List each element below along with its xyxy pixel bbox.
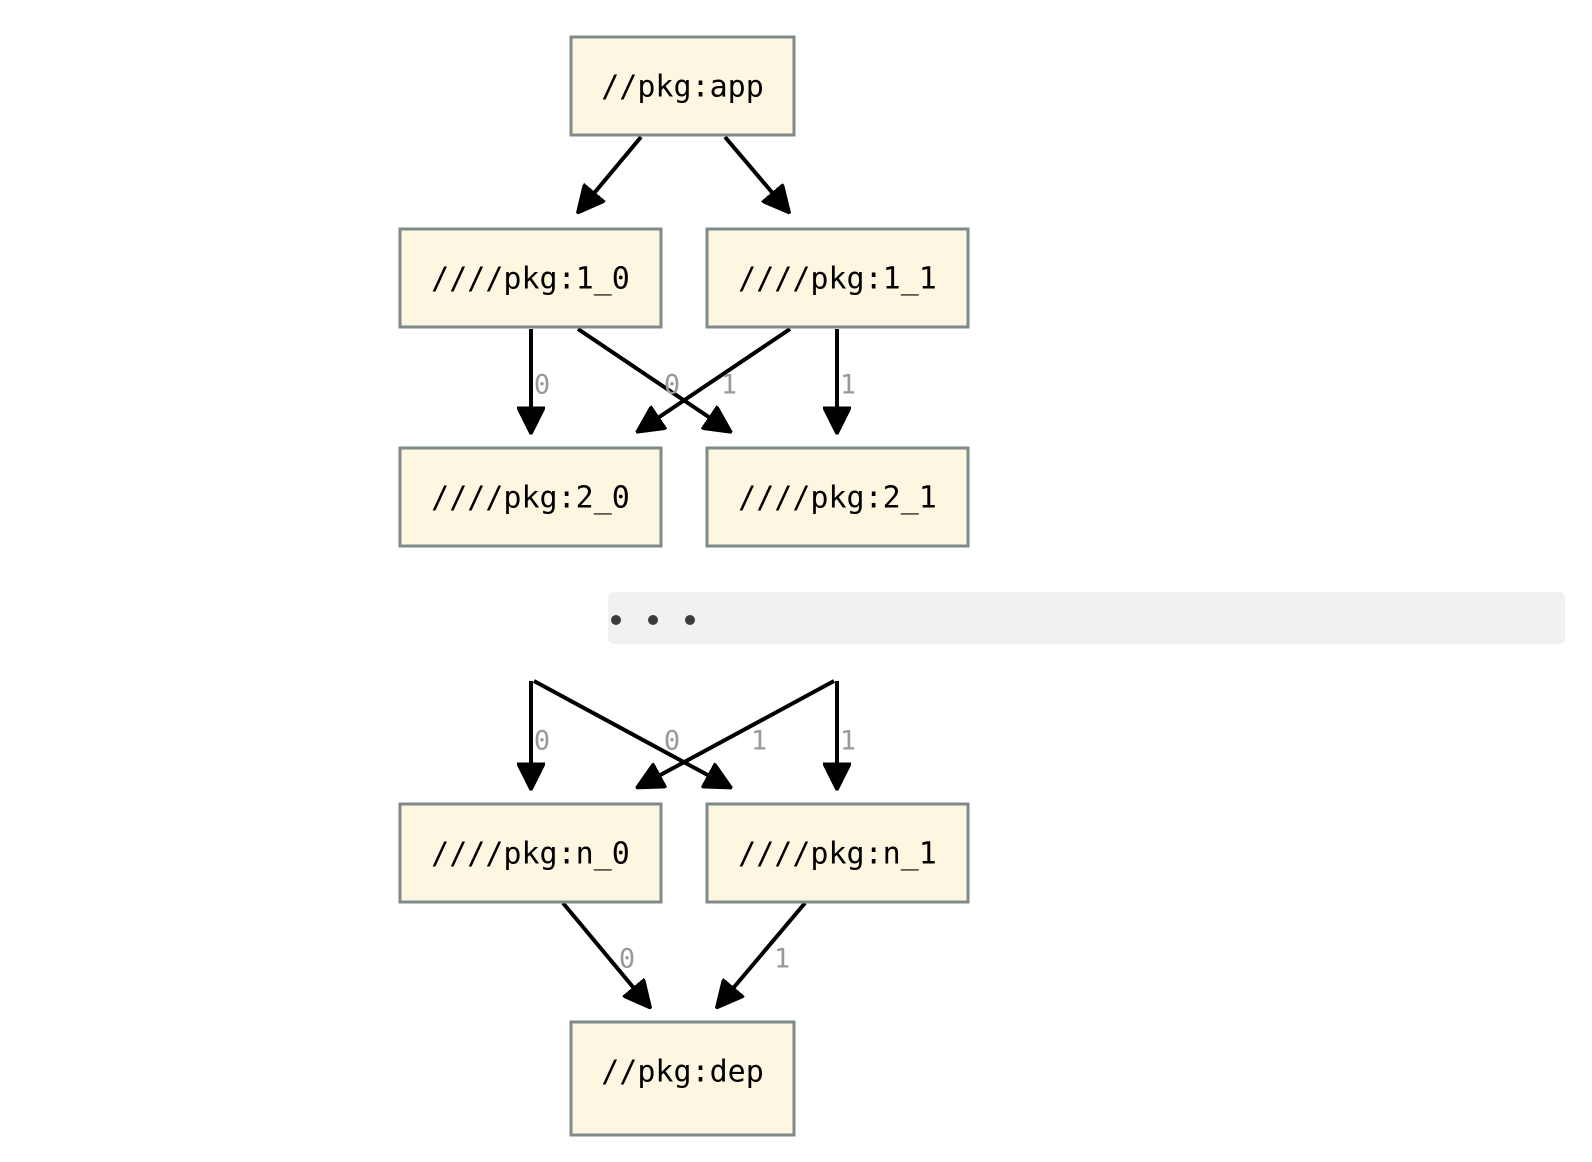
- node-n_0-label: ////pkg:n_0: [431, 837, 630, 872]
- edge-label-1_1-to-2_0: 1: [721, 370, 737, 401]
- node-1_1[interactable]: ////pkg:1_1: [705, 227, 970, 329]
- edge-label-1_1-to-2_1: 1: [840, 370, 856, 401]
- edge-label-truncated-to-n_0: 0: [534, 726, 550, 757]
- node-2_1-label: ////pkg:2_1: [738, 481, 937, 516]
- edge-truncated-to-n_1-left: 0: [533, 679, 728, 786]
- node-app[interactable]: //pkg:app: [569, 35, 796, 137]
- node-1_0-label: ////pkg:1_0: [431, 262, 630, 297]
- edge-app-to-1_1: [723, 135, 787, 210]
- edge-label-1_0-to-2_1: 0: [664, 370, 680, 401]
- node-2_0-label: ////pkg:2_0: [431, 481, 630, 516]
- node-n_0[interactable]: ////pkg:n_0: [398, 802, 663, 904]
- edge-truncated-to-n_1: 1: [837, 681, 856, 786]
- edge-label-truncated-to-n_0-right: 1: [751, 726, 767, 757]
- node-dep-label: //pkg:dep: [601, 1055, 764, 1090]
- node-2_1[interactable]: ////pkg:2_1: [705, 446, 970, 548]
- node-n_1[interactable]: ////pkg:n_1: [705, 802, 970, 904]
- edge-1_1-to-2_0: 1: [640, 327, 792, 430]
- edge-label-n_1-to-dep: 1: [774, 944, 790, 975]
- edge-1_1-to-2_1: 1: [837, 329, 856, 430]
- node-dep[interactable]: //pkg:dep: [569, 1020, 796, 1137]
- node-1_1-label: ////pkg:1_1: [738, 262, 937, 297]
- ellipsis-dot-2: [648, 615, 658, 625]
- edge-app-to-1_0: [580, 135, 643, 210]
- node-n_1-label: ////pkg:n_1: [738, 837, 937, 872]
- edge-n_1-to-dep: 1: [719, 901, 807, 1005]
- edge-1_0-to-2_0: 0: [531, 329, 550, 430]
- ellipsis-dot-3: [685, 615, 695, 625]
- edge-truncated-to-n_0-right: 1: [640, 679, 835, 786]
- edge-label-n_0-to-dep: 0: [619, 944, 635, 975]
- node-2_0[interactable]: ////pkg:2_0: [398, 446, 663, 548]
- edge-label-truncated-to-n_1-left: 0: [664, 726, 680, 757]
- edge-truncated-to-n_0: 0: [531, 681, 550, 786]
- ellipsis-dot-1: [611, 615, 621, 625]
- edge-1_0-to-2_1: 0: [576, 327, 728, 430]
- node-1_0[interactable]: ////pkg:1_0: [398, 227, 663, 329]
- edge-label-1_0-to-2_0: 0: [534, 370, 550, 401]
- edge-n_0-to-dep: 0: [561, 901, 648, 1005]
- ellipsis-band: [608, 592, 1565, 644]
- node-app-label: //pkg:app: [601, 70, 764, 105]
- edge-label-truncated-to-n_1: 1: [840, 726, 856, 757]
